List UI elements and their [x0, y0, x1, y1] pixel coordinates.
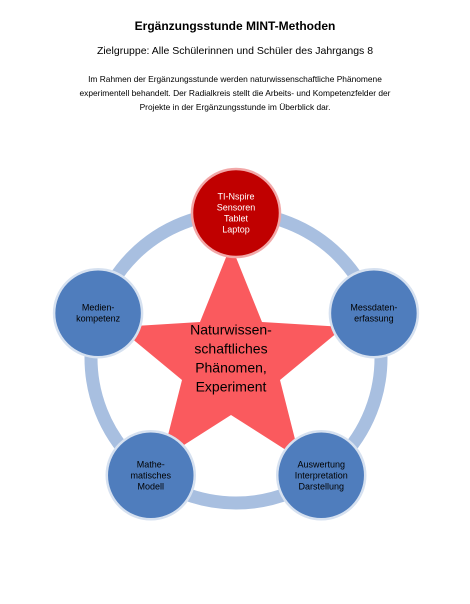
- node-label-line: Laptop: [222, 225, 250, 235]
- intro-line-2: experimentell behandelt. Der Radialkreis…: [79, 88, 391, 98]
- intro-line-1: Im Rahmen der Ergänzungsstunde werden na…: [88, 74, 382, 84]
- center-label-line: schaftliches: [194, 341, 267, 357]
- node-circle: [52, 267, 144, 359]
- node-circle: [275, 430, 367, 521]
- node-label-line: kompetenz: [76, 314, 121, 324]
- page-title: Ergänzungsstunde MINT-Methoden: [134, 19, 336, 33]
- center-label-line: Experiment: [196, 379, 267, 395]
- center-star: [118, 245, 344, 459]
- node-messdaten: Messdaten-erfassung: [328, 267, 420, 359]
- node-label-line: Auswertung: [297, 459, 345, 469]
- node-label-line: Messdaten-: [350, 303, 397, 313]
- node-label: Medien-kompetenz: [76, 303, 121, 324]
- node-label-line: matisches: [131, 470, 172, 480]
- node-label-line: Mathe-: [137, 459, 165, 469]
- intro-line-3: Projekte in der Ergänzungsstunde im Über…: [139, 102, 331, 112]
- node-label-line: Tablet: [224, 214, 249, 224]
- node-circle: [105, 430, 197, 521]
- center-label-line: Phänomen,: [195, 360, 267, 376]
- target-group-subtitle: Zielgruppe: Alle Schülerinnen und Schüle…: [96, 45, 374, 57]
- node-label-line: Medien-: [82, 303, 115, 313]
- node-label-line: Sensoren: [217, 203, 256, 213]
- node-circle: [328, 267, 420, 359]
- node-medien: Medien-kompetenz: [52, 267, 144, 359]
- intro-paragraph: Im Rahmen der Ergänzungsstunde werden na…: [40, 72, 430, 114]
- node-label-line: TI-Nspire: [217, 192, 254, 202]
- node-label-line: Interpretation: [295, 470, 348, 480]
- node-label: Messdaten-erfassung: [350, 303, 397, 324]
- node-label-line: Darstellung: [298, 481, 344, 491]
- node-label-line: erfassung: [354, 314, 394, 324]
- node-circle: [190, 167, 282, 259]
- center-label-line: Naturwissen-: [190, 322, 272, 338]
- node-label-line: Modell: [138, 481, 165, 491]
